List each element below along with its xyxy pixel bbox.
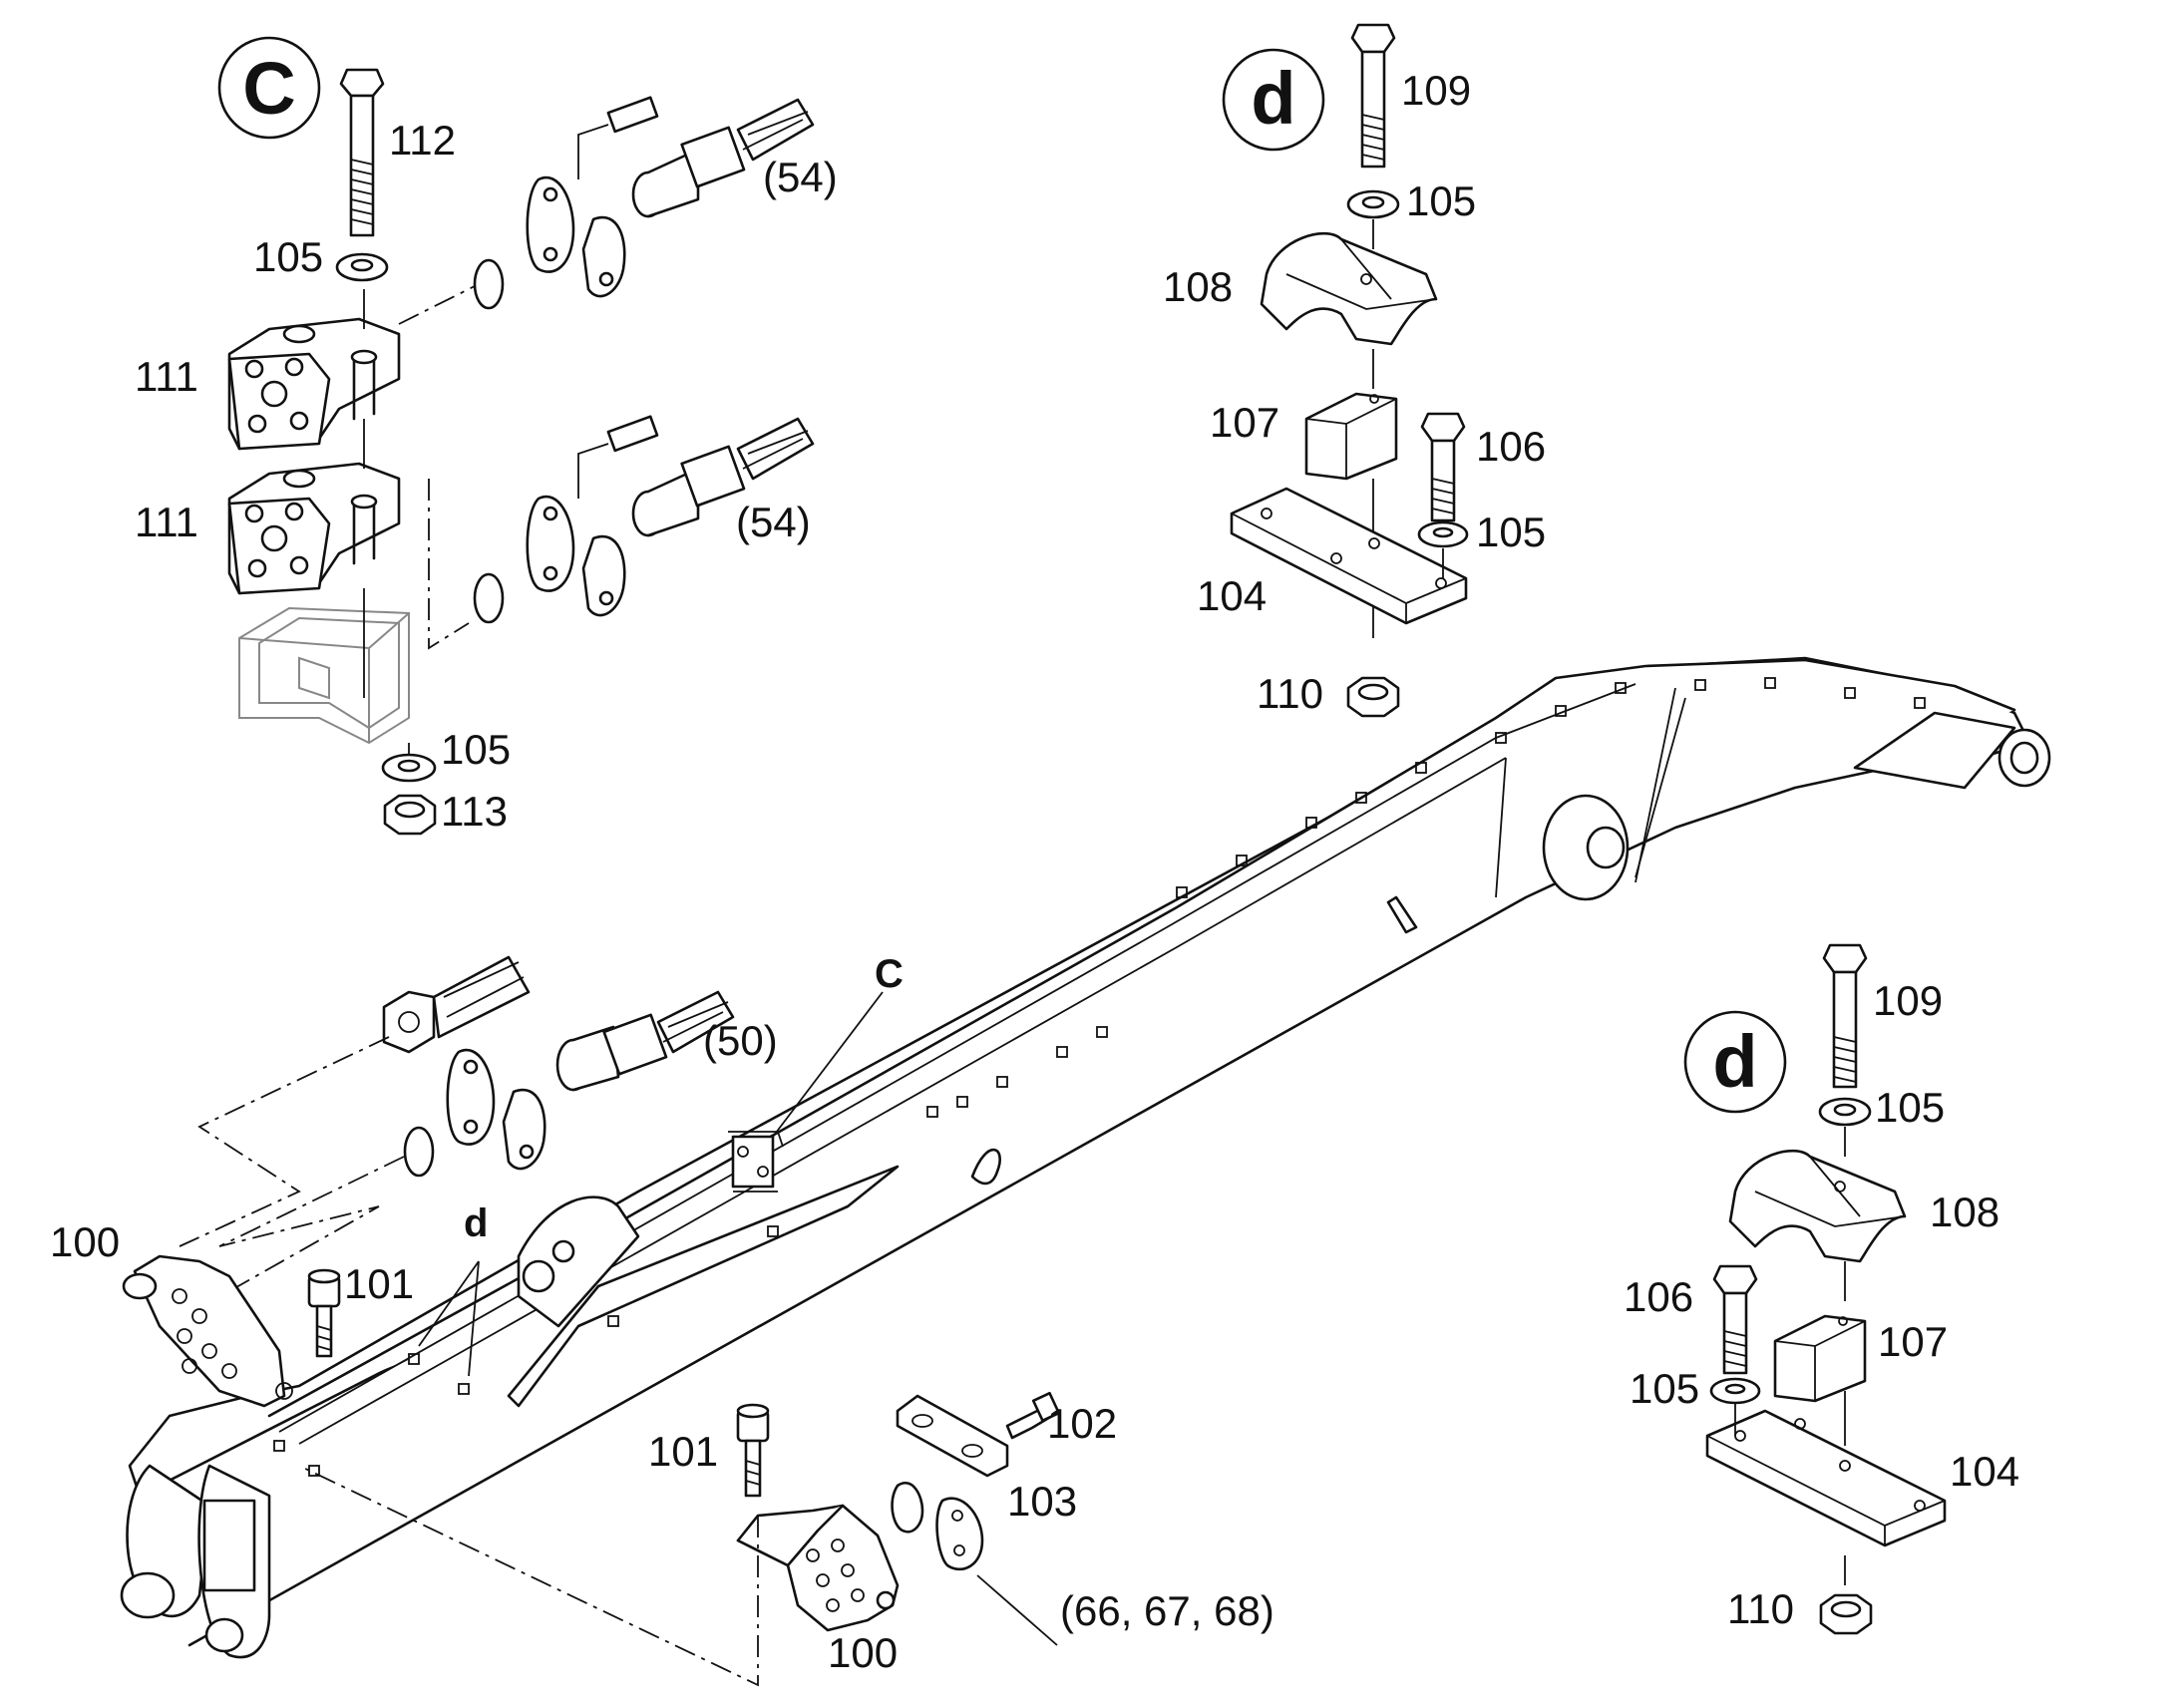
label-d-top-104: 104 (1197, 572, 1267, 619)
label-c-105: 105 (253, 233, 323, 280)
label-main-100-right: 100 (828, 1629, 898, 1676)
label-main-50: (50) (703, 1017, 778, 1064)
boom-assembly (120, 656, 2051, 1659)
block-111-upper (227, 317, 401, 451)
label-d-top-106: 106 (1476, 423, 1546, 470)
split-flange-upper (526, 175, 626, 298)
hose-fitting-main-upper (382, 955, 531, 1054)
label-c-111-upper: 111 (135, 353, 198, 400)
fitting-100-right (736, 1504, 900, 1632)
label-d-right-108: 108 (1930, 1189, 1999, 1235)
grey-bracket (238, 606, 410, 745)
bolt-101-right (736, 1403, 770, 1498)
label-d-right-106: 106 (1624, 1273, 1693, 1320)
label-d-top-109: 109 (1401, 67, 1471, 114)
label-d-right-105b: 105 (1630, 1365, 1699, 1412)
label-main-c: C (875, 952, 904, 996)
label-d-top-107: 107 (1210, 399, 1279, 446)
label-c-111-lower: 111 (135, 499, 198, 545)
detail-d-top: d 109 105 10 (1163, 23, 1546, 718)
label-d-right-105: 105 (1875, 1084, 1945, 1131)
detail-c-title: C (242, 47, 295, 130)
label-d-right-110: 110 (1727, 1585, 1794, 1632)
split-flange-lower (526, 495, 626, 617)
label-d-top-108: 108 (1163, 263, 1233, 310)
hose-fitting-lower (631, 417, 815, 537)
block-111-lower (227, 462, 401, 595)
label-d-right-109: 109 (1873, 977, 1943, 1024)
label-d-top-110: 110 (1257, 670, 1323, 717)
nut-113 (383, 794, 437, 836)
label-c-113: 113 (441, 788, 508, 835)
label-main-102: 102 (1047, 1400, 1117, 1447)
bolt-112 (339, 68, 385, 237)
label-c-54-upper: (54) (763, 154, 838, 200)
label-main-66-67-68: (66, 67, 68) (1060, 1587, 1274, 1634)
detail-c: C (135, 36, 838, 836)
label-d-top-105: 105 (1406, 177, 1476, 224)
hose-fitting-upper (631, 98, 815, 218)
hose-fitting-main-lower (555, 990, 735, 1092)
bolt-101-left (307, 1268, 341, 1358)
label-main-101-left: 101 (344, 1260, 414, 1307)
main-exploded-parts: (50) C 100 101 d 101 102 103 100 (66, 67… (50, 952, 1274, 1687)
label-main-100-left: 100 (50, 1218, 120, 1265)
plate-103 (896, 1394, 1009, 1478)
label-main-d: d (464, 1201, 488, 1245)
label-d-right-104: 104 (1950, 1448, 2019, 1495)
label-c-54-lower: (54) (736, 499, 811, 545)
label-main-103: 103 (1007, 1478, 1077, 1525)
detail-d-top-title: d (1251, 57, 1295, 140)
label-d-right-107: 107 (1878, 1318, 1948, 1365)
label-main-101-right: 101 (648, 1428, 718, 1475)
detail-d-right: d 109 105 108 106 1 (1624, 943, 2019, 1635)
label-c-112: 112 (389, 117, 456, 164)
label-c-105-lower: 105 (441, 726, 511, 773)
fitting-100-left (122, 1254, 293, 1408)
label-d-top-105b: 105 (1476, 509, 1546, 555)
clip-marks (273, 677, 1926, 1477)
detail-d-right-title: d (1712, 1020, 1757, 1103)
mounted-block-c (728, 1131, 784, 1193)
